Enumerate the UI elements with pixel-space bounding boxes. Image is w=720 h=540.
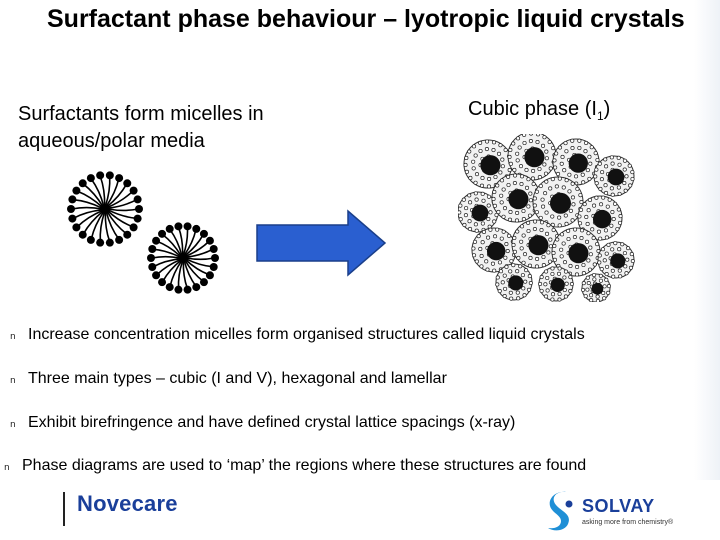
solvay-logo-icon — [548, 491, 573, 531]
bullet-marker: n — [10, 332, 16, 342]
right-arrow-icon — [256, 209, 387, 277]
bullet-marker: n — [10, 376, 16, 386]
micelle-icon — [67, 171, 143, 247]
bullet-text: Three main types – cubic (I and V), hexa… — [28, 370, 447, 387]
bullet-text: Phase diagrams are used to ‘map’ the reg… — [22, 457, 587, 474]
bullet-text: Exhibit birefringence and have defined c… — [28, 414, 516, 431]
bullet-item: n Three main types – cubic (I and V), he… — [10, 370, 447, 388]
footer — [0, 480, 720, 540]
solvay-tagline: asking more from chemistry® — [582, 519, 674, 526]
bullet-marker: n — [10, 420, 16, 430]
bullet-item: n Exhibit birefringence and have defined… — [10, 414, 515, 432]
cubic-phase-illustration — [458, 134, 635, 302]
bullet-text: Increase concentration micelles form org… — [28, 326, 585, 343]
slide-title: Surfactant phase behaviour – lyotropic l… — [47, 5, 685, 33]
novecare-brand: Novecare — [77, 491, 178, 516]
cubic-caption-subscript: 1 — [596, 109, 604, 123]
footer-divider — [63, 492, 65, 526]
cubic-phase-caption: Cubic phase (I1) — [468, 96, 610, 130]
bullet-item: n Phase diagrams are used to ‘map’ the r… — [4, 457, 586, 475]
bullet-marker: n — [4, 463, 10, 473]
right-decorative-strip — [694, 0, 720, 480]
micelles-caption: Surfactants form micelles in aqueous/pol… — [18, 103, 264, 152]
cubic-caption-text: Cubic phase (I — [468, 98, 597, 120]
solvay-name: SOLVAY — [582, 496, 655, 516]
bullet-item: n Increase concentration micelles form o… — [10, 326, 585, 344]
micelle-icon — [147, 222, 219, 294]
cubic-caption-close: ) — [603, 98, 611, 120]
